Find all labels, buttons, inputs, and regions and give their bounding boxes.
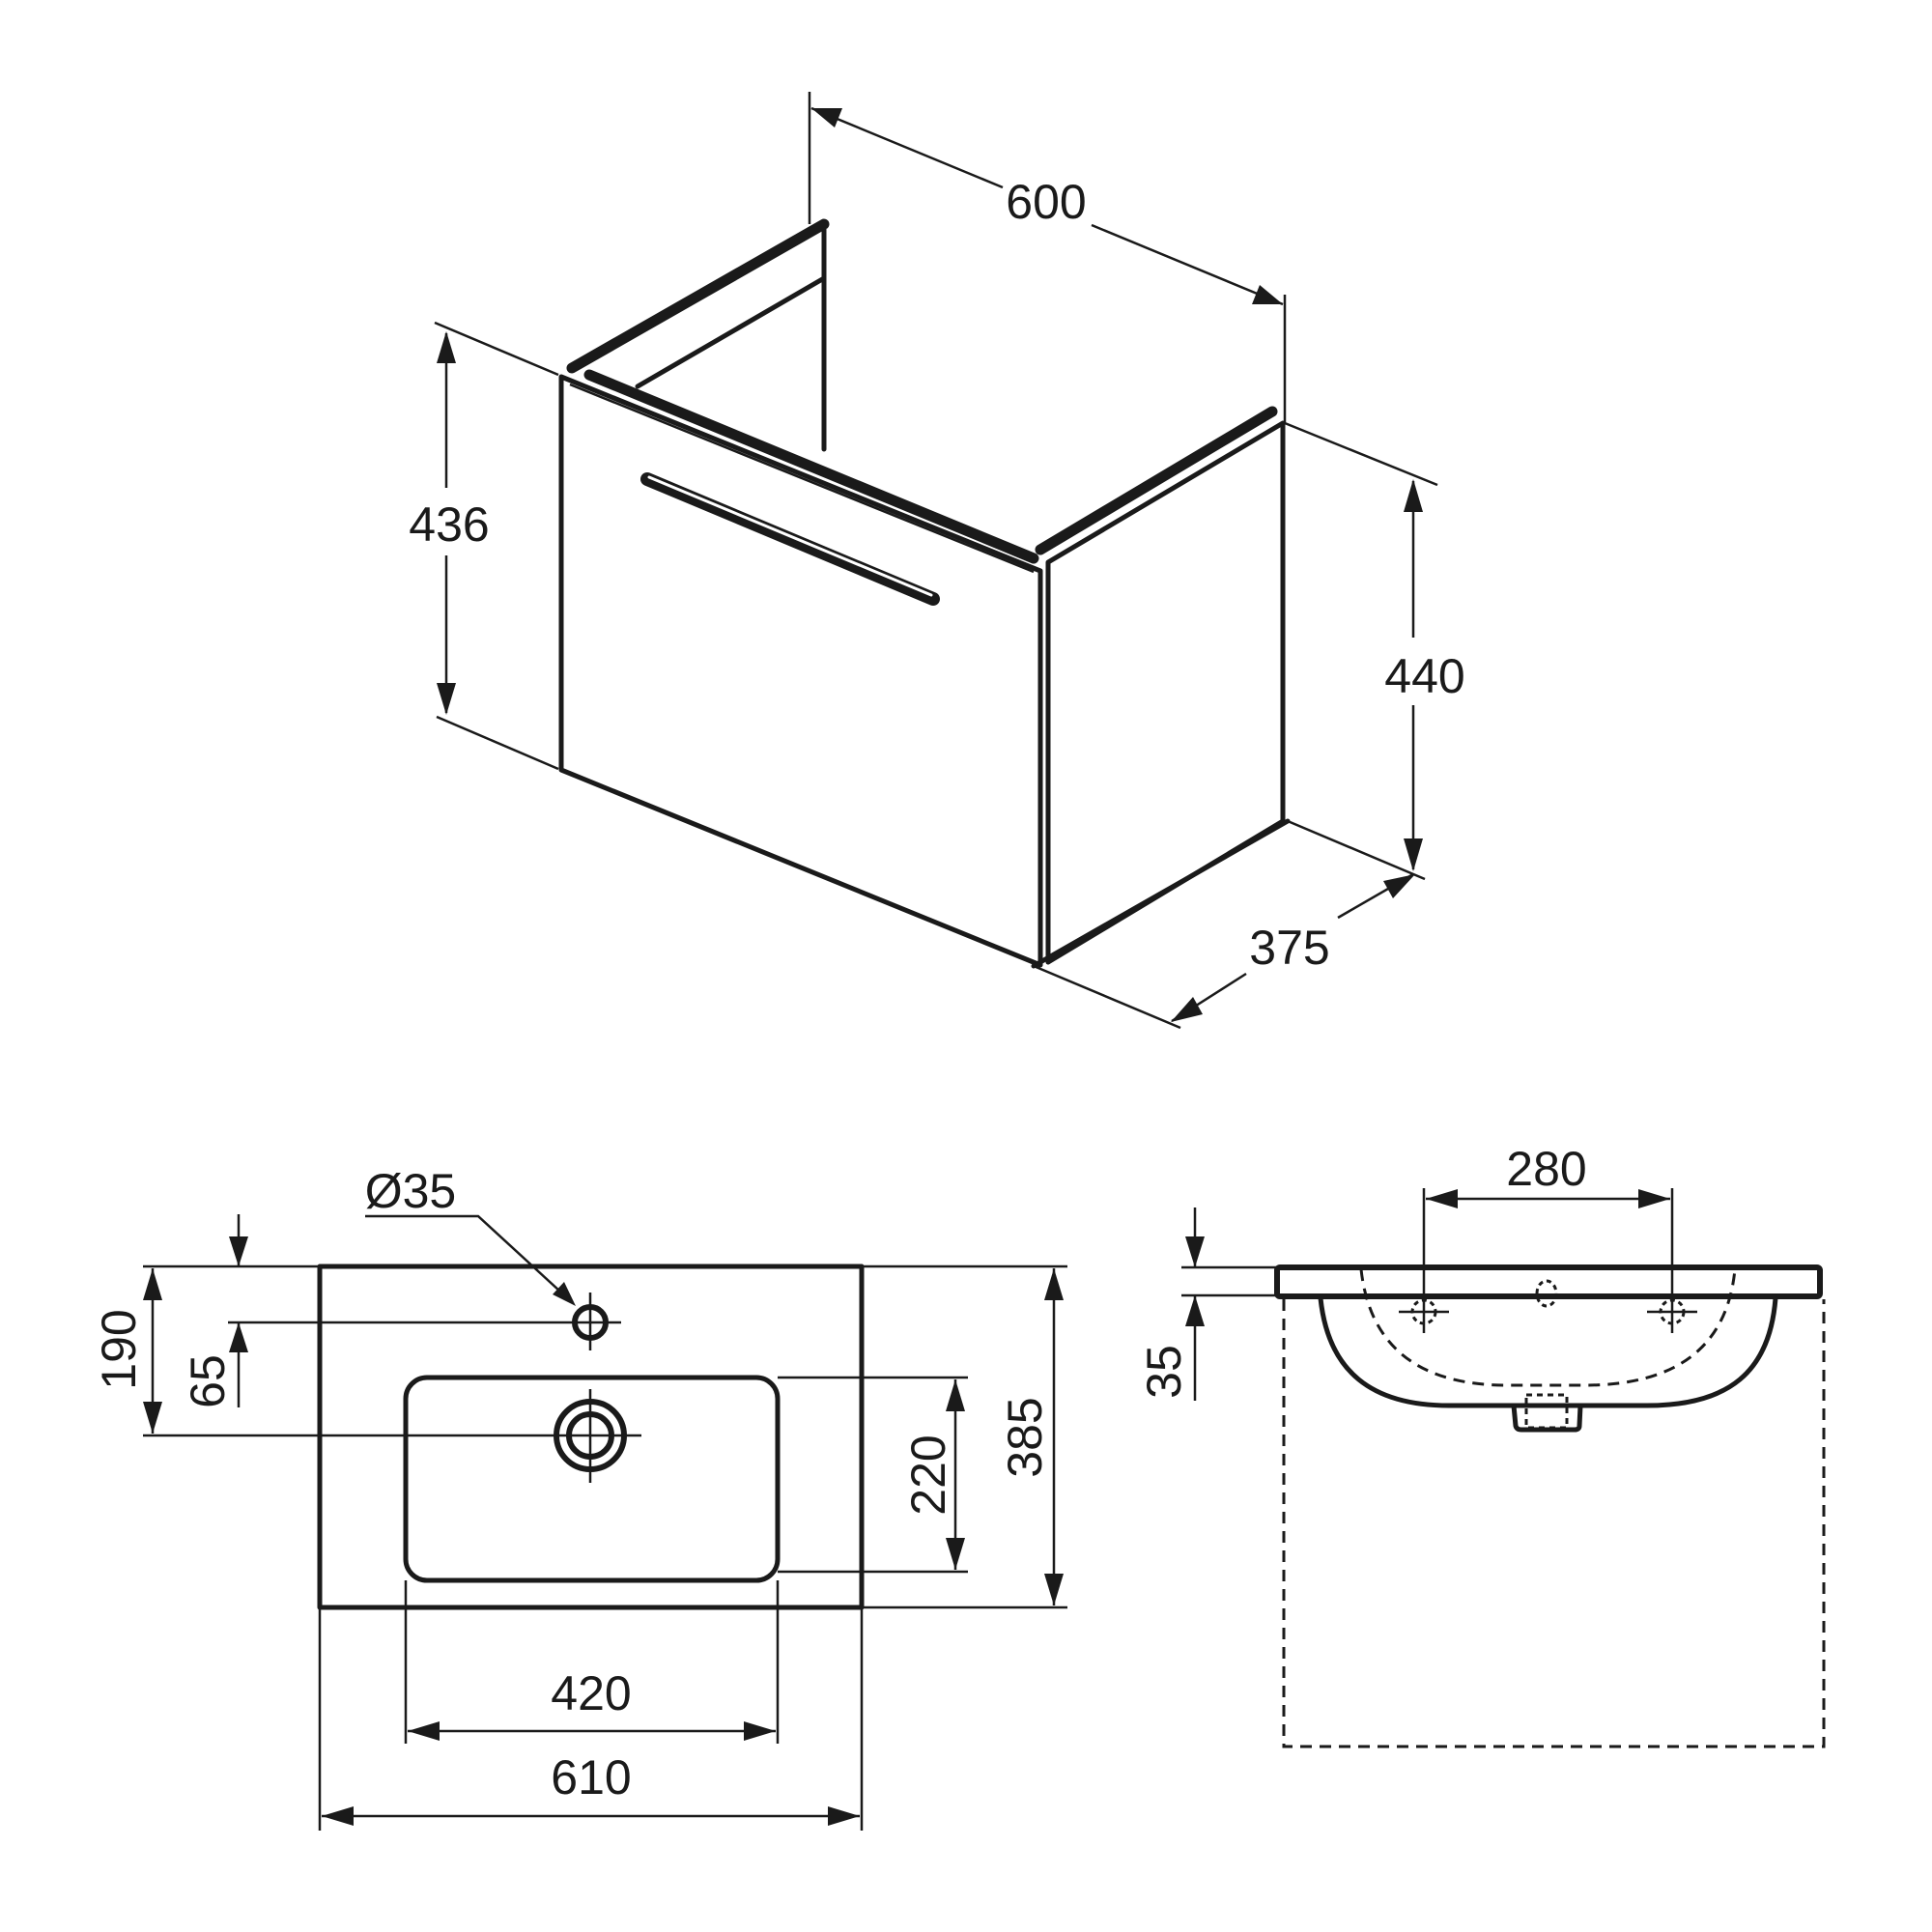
dim-label-190: 190 (92, 1309, 146, 1389)
dim-label-600: 600 (1006, 175, 1086, 229)
basin-front-view: 280 35 (1137, 1142, 1826, 1748)
cabinet-isometric-view: 600 436 440 375 (409, 92, 1465, 1030)
drawer-handle (640, 472, 940, 606)
dim-label-440: 440 (1384, 649, 1464, 703)
dimension-depth-375: 375 (1033, 872, 1415, 1030)
dimension-35: 35 (1137, 1208, 1277, 1401)
basin-bowl-profile (1318, 1295, 1778, 1408)
dimension-height-436: 436 (409, 321, 559, 771)
dim-label-220: 220 (901, 1435, 955, 1515)
dimension-65: 65 (181, 1214, 248, 1408)
dim-label-280: 280 (1506, 1142, 1586, 1196)
dim-label-diameter-35: Ø35 (365, 1164, 457, 1218)
dim-label-610: 610 (551, 1750, 631, 1804)
dim-label-65: 65 (181, 1354, 235, 1408)
dim-label-385: 385 (998, 1397, 1052, 1477)
cabinet-front-panel (558, 374, 1043, 968)
basin-bowl (403, 1375, 781, 1583)
cabinet-side-panel (1045, 420, 1286, 965)
cabinet-left-top-edge (566, 218, 830, 374)
tap-hole (228, 1293, 621, 1350)
basin-outline (317, 1264, 865, 1610)
dim-label-35: 35 (1137, 1345, 1191, 1399)
dim-label-375: 375 (1249, 921, 1329, 975)
dimension-385: 385 (998, 1268, 1064, 1605)
dim-label-420: 420 (551, 1666, 631, 1720)
fixing-hole-left (1399, 1188, 1449, 1333)
dimension-610: 610 (322, 1750, 860, 1826)
dimension-tap-diameter: Ø35 (365, 1164, 576, 1306)
fixing-hole-right (1647, 1188, 1697, 1333)
waste-outlet (1511, 1403, 1583, 1433)
cabinet-hidden-outline (1282, 1299, 1826, 1748)
overflow-hole (1535, 1279, 1558, 1308)
dimension-220: 220 (901, 1379, 965, 1570)
dimension-width-600: 600 (808, 92, 1287, 423)
dimension-420: 420 (408, 1666, 776, 1741)
drain-hole (143, 1389, 641, 1483)
dim-label-436: 436 (409, 497, 489, 552)
basin-top-view: Ø35 190 65 220 385 (92, 1164, 1067, 1831)
dimension-280: 280 (1426, 1142, 1670, 1208)
dimension-190: 190 (92, 1268, 162, 1434)
dimension-height-440: 440 (1284, 421, 1465, 881)
